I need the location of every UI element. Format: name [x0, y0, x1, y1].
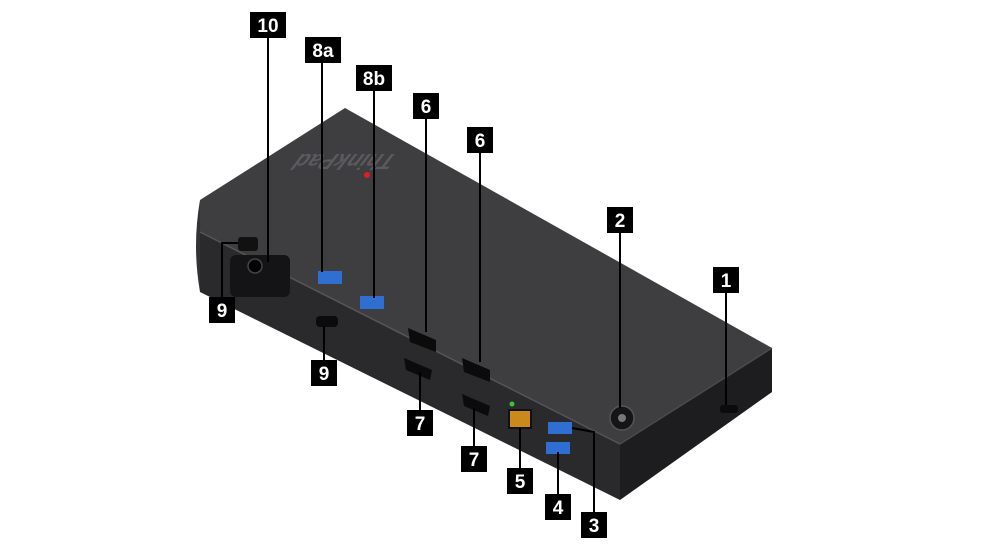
- callout-label-3: 3: [589, 516, 600, 537]
- dock-left-cap: [196, 200, 200, 292]
- usb-3-port-8b: [360, 296, 384, 309]
- callout-9b: 9: [311, 360, 337, 386]
- thinkpad-logo-text: ThinkPad: [288, 148, 402, 173]
- callout-label-5: 5: [515, 472, 526, 493]
- callout-1: 1: [713, 267, 739, 293]
- callout-label-1: 1: [721, 271, 732, 292]
- callout-label-7a: 7: [415, 414, 426, 435]
- usb-c-port-front: [316, 316, 338, 327]
- callout-leader-lines: [221, 38, 727, 514]
- callout-label-8a: 8a: [312, 41, 334, 62]
- usb-c-port-left: [238, 237, 258, 251]
- callout-label-8b: 8b: [363, 69, 385, 90]
- callout-6b: 6: [467, 127, 493, 153]
- hdmi-port-2: [462, 394, 490, 416]
- dock-body: ThinkPad: [196, 108, 773, 500]
- ethernet-port: [508, 409, 532, 429]
- ethernet-led: [509, 401, 515, 407]
- callout-label-6b: 6: [475, 131, 486, 152]
- callout-4: 4: [545, 494, 571, 520]
- callout-2: 2: [607, 207, 633, 233]
- usb-3-port-4: [546, 442, 570, 454]
- callout-label-10: 10: [257, 16, 278, 37]
- callout-6a: 6: [413, 93, 439, 119]
- callout-label-4: 4: [553, 498, 564, 519]
- leader-line-9a: [221, 242, 238, 298]
- callout-7b: 7: [461, 446, 487, 472]
- usb-3-port-3: [548, 422, 572, 434]
- displayport-port-1: [408, 328, 436, 352]
- thinkpad-logo: ThinkPad: [288, 148, 402, 173]
- callout-7a: 7: [407, 410, 433, 436]
- callout-label-7b: 7: [469, 450, 480, 471]
- callout-8b: 8b: [356, 65, 392, 91]
- callout-10: 10: [250, 12, 286, 38]
- callout-5: 5: [507, 468, 533, 494]
- callout-label-9a: 9: [217, 301, 228, 322]
- callout-label-2: 2: [615, 211, 626, 232]
- power-connector-recess: [230, 255, 290, 297]
- hdmi-port-1: [404, 358, 432, 380]
- power-connector-jack: [247, 258, 263, 274]
- security-lock-slot-icon: [720, 405, 738, 413]
- callout-8a: 8a: [305, 37, 341, 63]
- callout-labels: 10 8a 8b 6 6 2 1 9: [209, 12, 739, 538]
- dock-top-face: [200, 108, 772, 444]
- callout-3: 3: [581, 512, 607, 538]
- callout-label-6a: 6: [421, 97, 432, 118]
- leader-line-3: [571, 427, 595, 514]
- thinkpad-logo-led: [364, 172, 370, 178]
- callout-label-9b: 9: [319, 364, 330, 385]
- usb-3-port-8a: [318, 271, 342, 284]
- displayport-port-2: [462, 358, 490, 382]
- dock-side-face: [620, 348, 772, 500]
- callout-9a: 9: [209, 297, 235, 323]
